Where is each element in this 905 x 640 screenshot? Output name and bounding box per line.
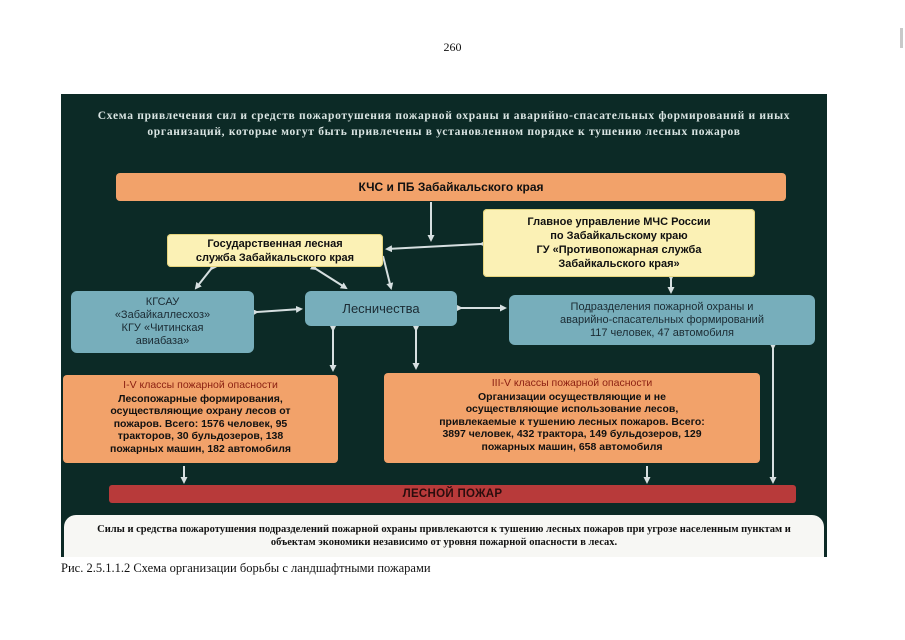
kchs-box: КЧС и ПБ Забайкальского края [116, 173, 786, 201]
class-i-v-block: I-V классы пожарной опасности Лесопожарн… [63, 375, 338, 463]
class-iii-v-title: III-V классы пожарной опасности [491, 377, 653, 389]
gu-mchs-box: Главное управление МЧС России по Забайка… [483, 209, 755, 277]
class-iii-v-text: Организации осуществляющие и не осуществ… [439, 390, 705, 453]
arrow-gu-to-gls [385, 240, 487, 253]
figure-caption: Рис. 2.5.1.1.2 Схема организации борьбы … [61, 561, 431, 575]
kgsau-label: КГСАУ «Забайкаллесхоз» КГУ «Читинская ав… [114, 296, 211, 347]
gls-box: Государственная лесная служба Забайкальс… [167, 234, 383, 267]
class-i-v-title: I-V классы пожарной опасности [123, 379, 278, 391]
arrow-gls-to-lesn [309, 263, 348, 290]
connector-arrows [180, 202, 777, 484]
podrazdeleniya-box: Подразделения пожарной охраны и аварийно… [509, 295, 815, 345]
forest-fire-label: ЛЕСНОЙ ПОЖАР [402, 488, 503, 500]
forest-fire-bar: ЛЕСНОЙ ПОЖАР [109, 485, 796, 503]
scan-edge-mark [900, 28, 903, 48]
podrazdeleniya-label: Подразделения пожарной охраны и аварийно… [560, 300, 764, 339]
class-i-v-text: Лесопожарные формирования, осуществляющи… [109, 392, 291, 455]
kgsau-box: КГСАУ «Забайкаллесхоз» КГУ «Читинская ав… [71, 291, 254, 353]
class-iii-v-block: III-V классы пожарной опасности Организа… [384, 373, 760, 463]
page-number: 260 [443, 40, 462, 54]
bottom-note: Силы и средства пожаротушения подразделе… [64, 515, 824, 557]
arrow-kgsau-lesn [251, 305, 303, 316]
lesnichestva-box: Лесничества [305, 291, 457, 326]
lesnichestva-label: Лесничества [342, 301, 420, 316]
gu-mchs-label: Главное управление МЧС России по Забайка… [527, 216, 711, 270]
arrow-gls-lesn-diag [382, 255, 394, 290]
diagram-title: Схема привлечения сил и средств пожароту… [97, 110, 791, 138]
arrow-gls-to-kgsau [194, 262, 217, 290]
kchs-label: КЧС и ПБ Забайкальского края [358, 180, 544, 194]
diagram-panel: Схема привлечения сил и средств пожароту… [61, 94, 827, 557]
gls-label: Государственная лесная служба Забайкальс… [195, 237, 355, 264]
